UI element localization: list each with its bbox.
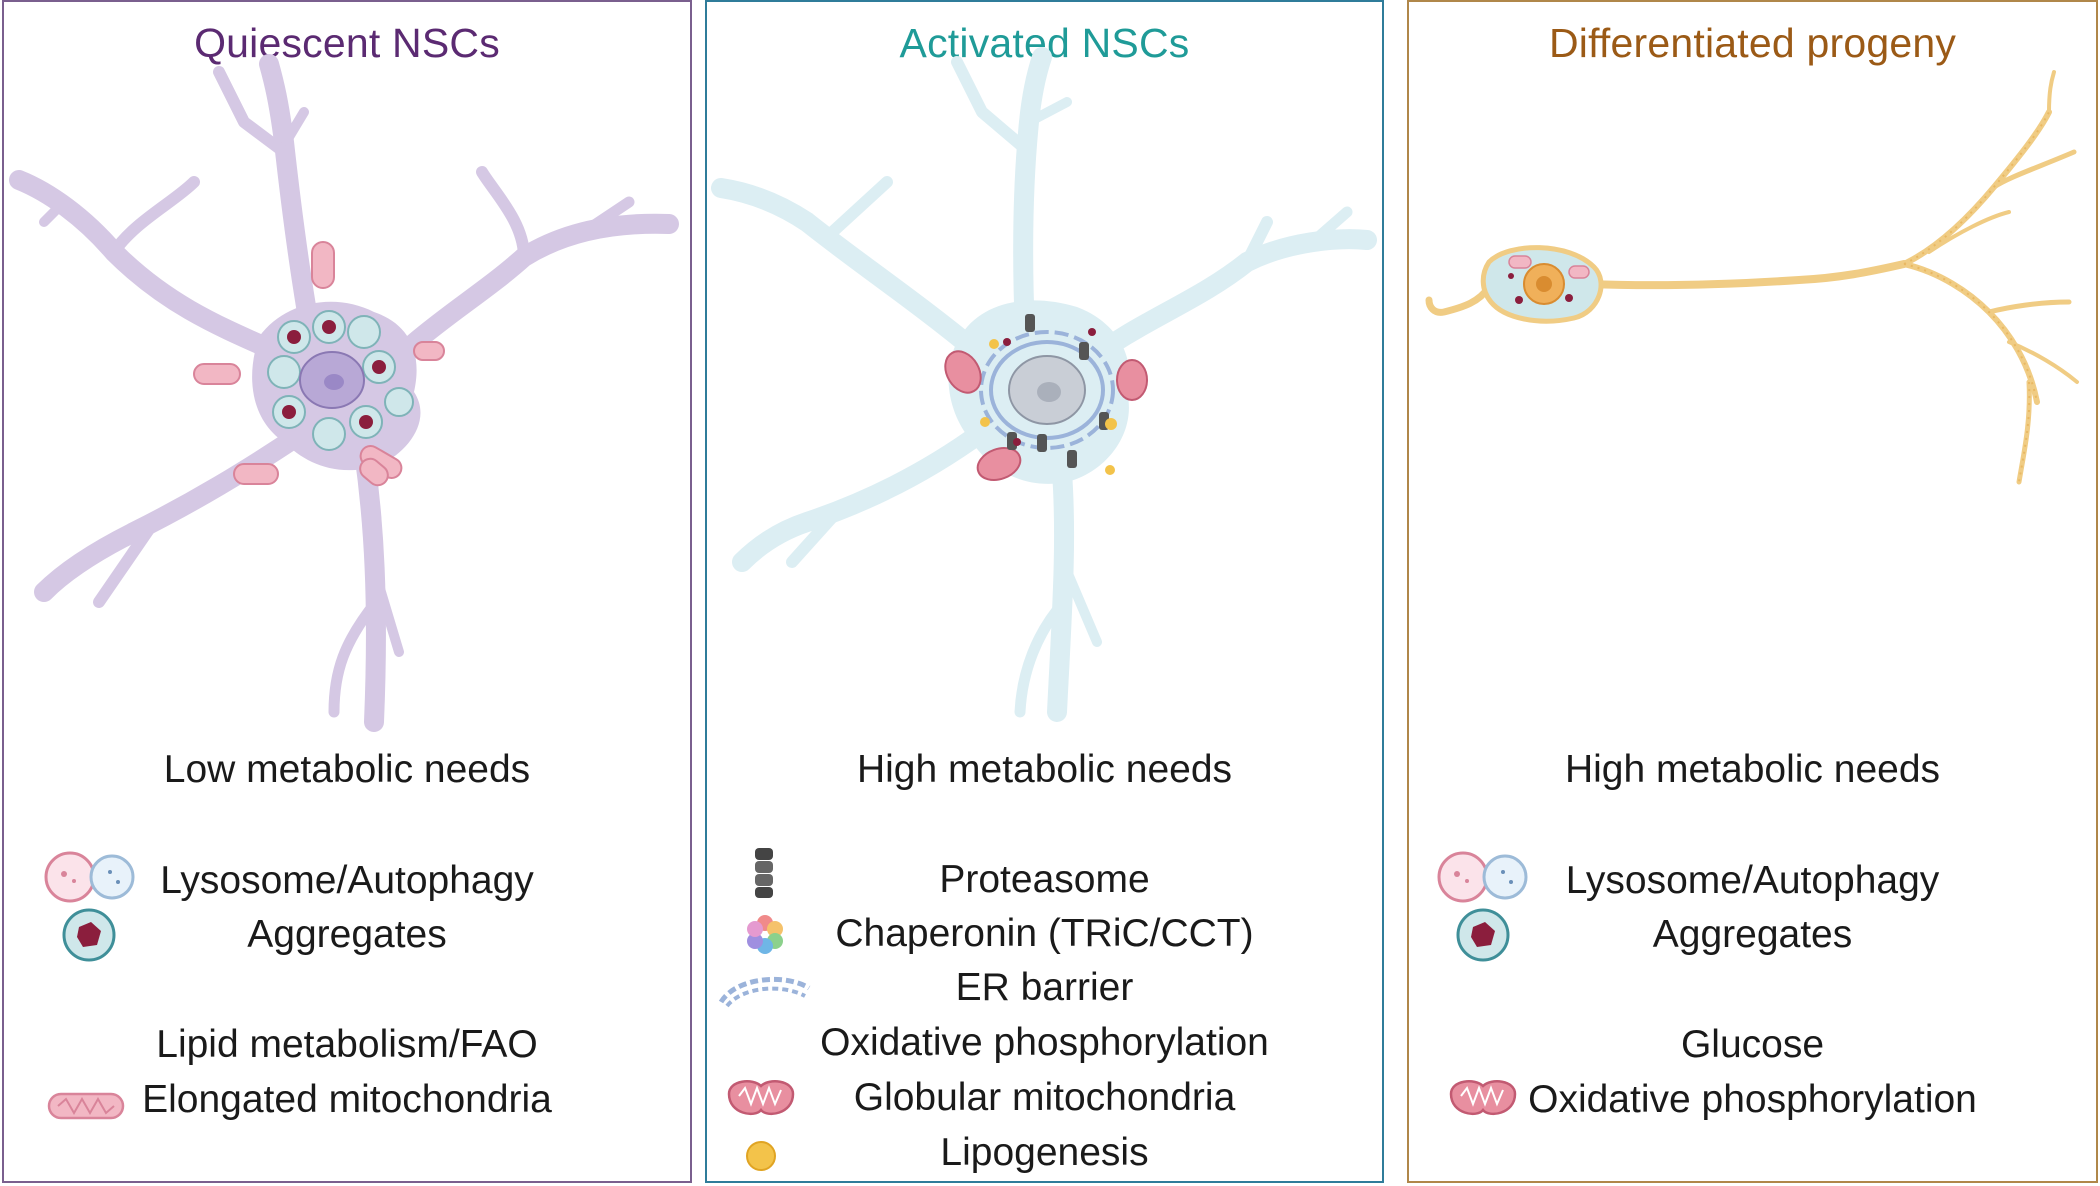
lipid-droplet-icon	[746, 1141, 776, 1171]
activated-nsc-panel: Activated NSCs	[705, 0, 1384, 1183]
legend-label-proteasome: Proteasome	[939, 858, 1150, 901]
legend-label-glucose: Glucose	[1680, 1023, 1825, 1066]
legend-label-chaperonin: Chaperonin (TRiC/CCT)	[835, 912, 1254, 955]
legend-label-lipid-metabolism: Lipid metabolism/FAO	[156, 1023, 538, 1066]
er-barrier-icon	[718, 976, 811, 1008]
legend-label-oxidative-phosphorylation: Oxidative phosphorylation	[1528, 1078, 1977, 1121]
legend-label-aggregates: Aggregates	[247, 913, 447, 956]
metabolic-needs-label: High metabolic needs	[856, 748, 1233, 791]
legend-label-elongated-mitochondria: Elongated mitochondria	[142, 1078, 552, 1121]
globular-mitochondria-icon	[727, 1080, 795, 1115]
proteasome-icon	[755, 848, 773, 898]
legend-label-globular-mitochondria: Globular mitochondria	[853, 1076, 1236, 1119]
metabolic-needs-label: High metabolic needs	[1564, 748, 1941, 791]
differentiated-progeny-panel: Differentiated progeny	[1407, 0, 2098, 1183]
panel-title-differentiated: Differentiated progeny	[1548, 20, 1957, 66]
aggregate-icon	[1456, 908, 1510, 962]
globular-mitochondria-icon	[1449, 1080, 1517, 1115]
activated-nsc-cell-illustration	[711, 47, 1377, 722]
neuron-illustration	[1425, 70, 2079, 485]
quiescent-nsc-cell-illustration	[9, 54, 679, 732]
metabolic-needs-label: Low metabolic needs	[163, 748, 531, 791]
panel-title-quiescent: Quiescent NSCs	[194, 20, 500, 66]
chaperonin-icon	[747, 915, 783, 954]
legend-label-lysosome-autophagy: Lysosome/Autophagy	[160, 859, 534, 902]
lysosome-autophagy-icon	[44, 851, 135, 903]
aggregate-icon	[62, 908, 116, 962]
quiescent-nsc-panel: Quiescent NSCs	[2, 0, 692, 1183]
legend-label-aggregates: Aggregates	[1652, 913, 1853, 956]
elongated-mitochondria-icon	[47, 1092, 125, 1120]
legend-label-lipogenesis: Lipogenesis	[940, 1131, 1149, 1174]
lysosome-autophagy-icon	[1437, 851, 1528, 903]
legend-label-lysosome-autophagy: Lysosome/Autophagy	[1565, 859, 1940, 902]
legend-label-er-barrier: ER barrier	[955, 966, 1134, 1009]
legend-label-oxidative-phosphorylation: Oxidative phosphorylation	[820, 1021, 1269, 1064]
